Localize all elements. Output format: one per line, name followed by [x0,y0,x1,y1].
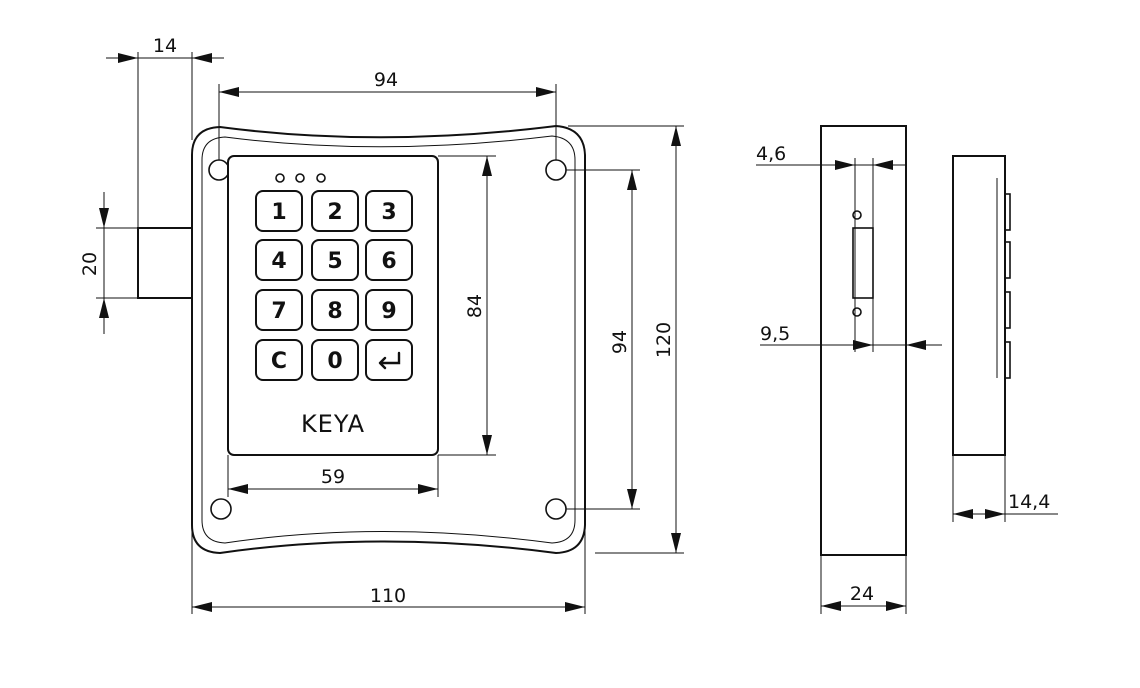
dim-keypad-height: 84 [464,294,486,318]
dim-side-depth: 24 [850,583,874,605]
dim-keypad-width: 59 [321,466,345,488]
keypad-key-label: 3 [381,200,396,225]
dim-latch-offset: 14 [153,35,177,57]
enter-icon [378,351,401,370]
indicator-led [275,173,285,183]
end-body [952,155,1006,456]
brand-logo: KEYA [301,410,365,438]
keypad-key [311,239,359,281]
keypad-key-label: 7 [271,299,286,324]
keypad-key-label: 4 [271,249,286,274]
front-dimensions: 14 94 20 84 94 120 [79,35,684,614]
dim-overall-height: 120 [653,322,675,358]
keypad-key [255,289,303,331]
keypad-key-label: 2 [327,200,342,225]
indicator-led [316,173,326,183]
dim-side-offset-mid: 9,5 [760,323,790,345]
keypad-key-label: 1 [271,200,286,225]
keypad-key-label: 6 [381,249,396,274]
keypad-key [365,289,413,331]
mounting-hole [210,498,232,520]
keypad-key [365,190,413,232]
dim-hole-spacing-height: 94 [609,330,631,354]
latch-bolt [137,227,194,299]
keypad-key-label: 8 [327,299,342,324]
keypad-key [255,239,303,281]
dim-overall-width: 110 [370,585,406,607]
button-profile [1004,291,1011,329]
indicator-led [295,173,305,183]
dim-end-view-depth: 14,4 [1008,491,1050,513]
lock-housing-inner [201,135,576,544]
latch-slot [852,227,874,299]
keypad-key [255,339,303,381]
dim-side-offset-top: 4,6 [756,143,786,165]
keypad-key [255,190,303,232]
keypad-key [311,339,359,381]
side-view: 4,6 9,5 24 [756,125,942,614]
keypad-key [365,239,413,281]
dim-latch-height: 20 [79,252,101,276]
keypad-key-label: C [271,349,287,374]
keypad-key [311,190,359,232]
keypad-key-label: 0 [327,349,342,374]
keypad-key-label: 9 [381,299,396,324]
dim-hole-spacing-width: 94 [374,69,398,91]
keypad-key [365,339,413,381]
button-profile [1004,241,1011,279]
side-body [820,125,907,556]
keypad-key [311,289,359,331]
keypad-keys: 1 2 3 4 5 6 7 8 9C 0 [255,190,413,381]
button-profile [1004,341,1011,379]
keypad-key-label: 5 [327,249,342,274]
button-profile [1004,193,1011,231]
end-view: 14,4 [952,155,1058,522]
screw-hole [852,307,862,317]
screw-hole [852,210,862,220]
